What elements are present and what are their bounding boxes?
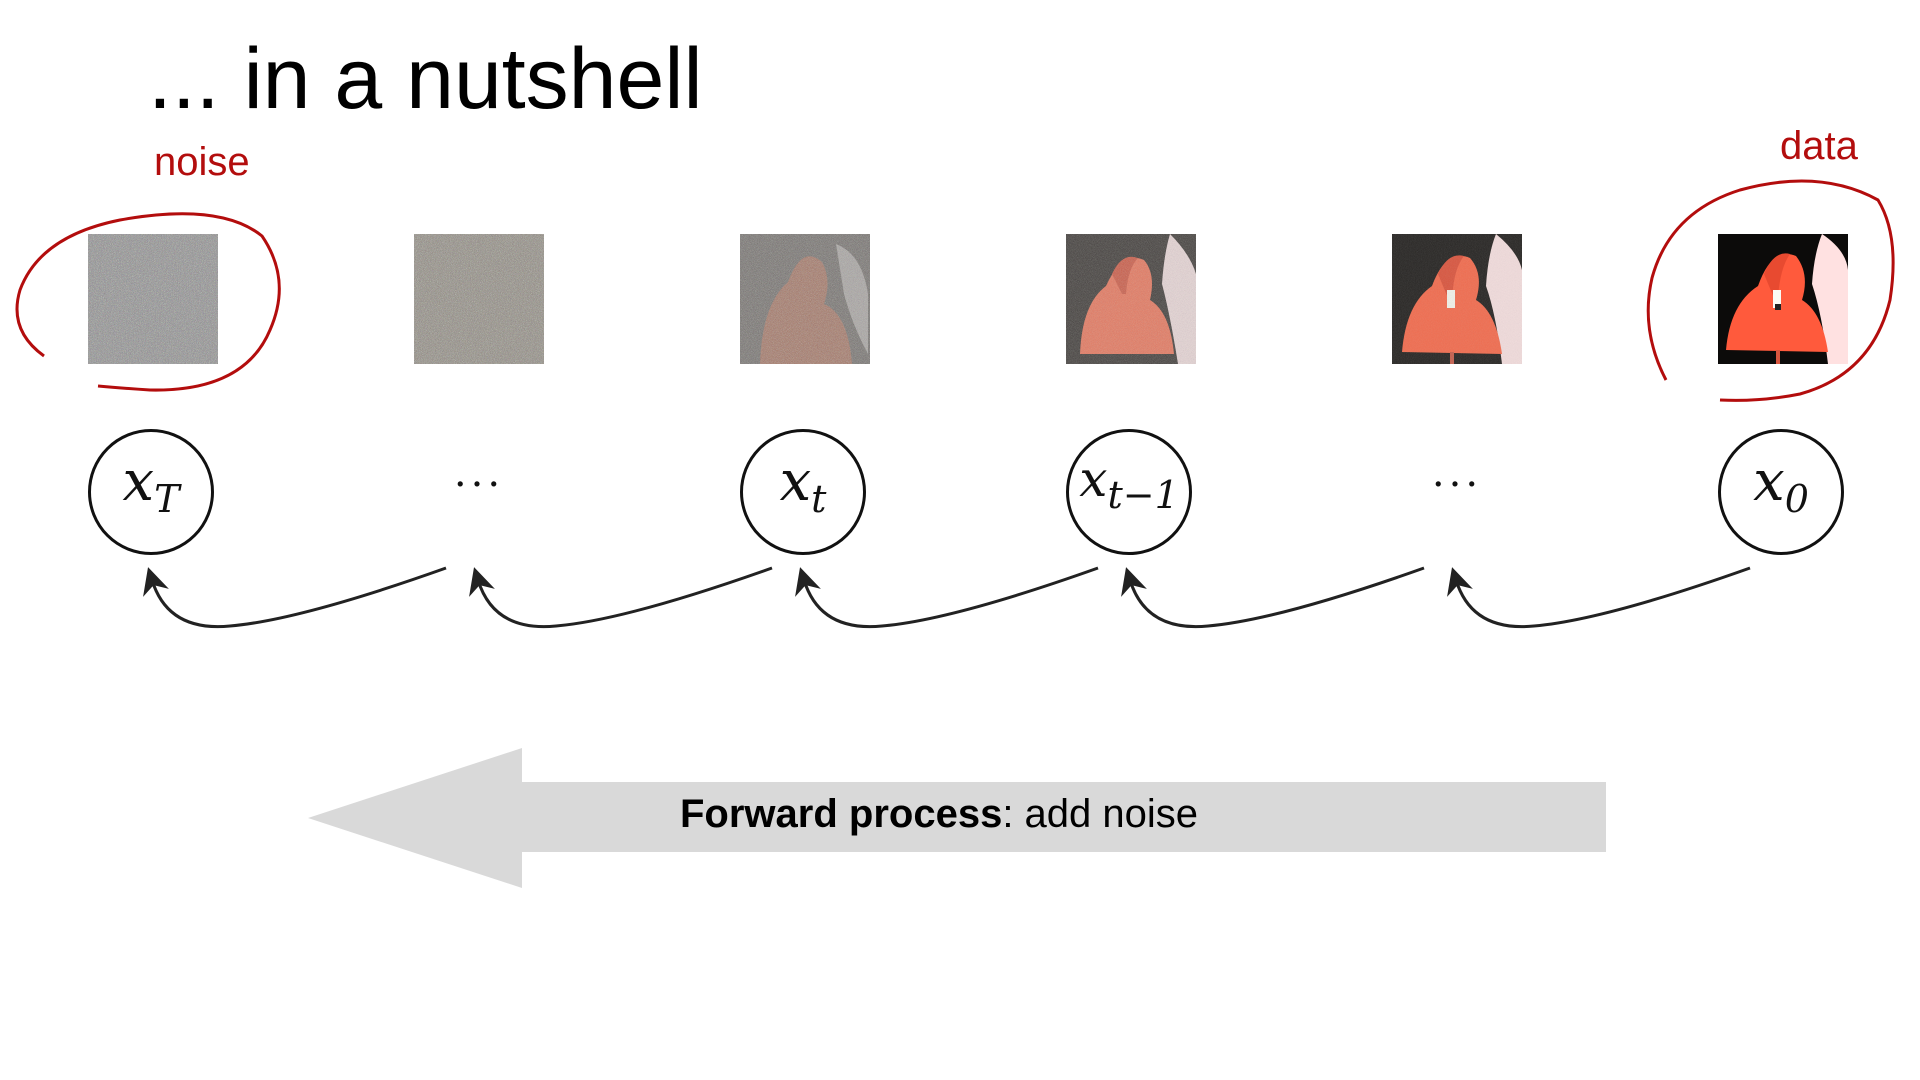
noise-annotation: noise xyxy=(154,140,250,184)
ellipsis-left: ... xyxy=(453,450,505,496)
thumbnail-clean-data xyxy=(1718,234,1848,364)
edge-to-x-t-minus-1 xyxy=(1121,566,1425,629)
node-var: x xyxy=(1079,450,1108,508)
thumbnail-noise-full xyxy=(88,234,218,364)
node-x-0: x0 xyxy=(1718,429,1844,555)
thumbnail-noise-slight xyxy=(1392,234,1522,364)
data-circle xyxy=(1646,179,1895,402)
node-var: x xyxy=(1753,449,1785,514)
node-sub: T xyxy=(154,477,180,521)
forward-process-rest: : add noise xyxy=(1002,792,1199,836)
slide-title: ... in a nutshell xyxy=(148,31,703,127)
node-sub: 0 xyxy=(1784,477,1809,521)
node-var: x xyxy=(122,449,155,514)
node-sub: t−1 xyxy=(1107,473,1179,517)
thumbnail-noise-low xyxy=(1066,234,1196,364)
thumbnail-noise-medium xyxy=(740,234,870,364)
node-x-t: xt xyxy=(740,429,866,555)
node-sub: t xyxy=(811,477,827,521)
forward-process-bold: Forward process xyxy=(680,792,1003,836)
node-x-T: xT xyxy=(88,429,214,555)
edge-to-ellipsis-left xyxy=(469,566,773,629)
edge-to-x-T xyxy=(143,566,447,629)
noise-circle xyxy=(15,212,281,392)
node-var: x xyxy=(779,449,812,514)
ellipsis-right: ... xyxy=(1431,450,1483,496)
edge-to-x-t xyxy=(795,566,1099,629)
node-x-t-minus-1: xt−1 xyxy=(1066,429,1192,555)
edge-to-ellipsis-right xyxy=(1447,566,1751,629)
thumbnail-noise-high xyxy=(414,234,544,364)
data-annotation: data xyxy=(1780,124,1858,168)
forward-process-label: Forward process: add noise xyxy=(680,792,1198,837)
